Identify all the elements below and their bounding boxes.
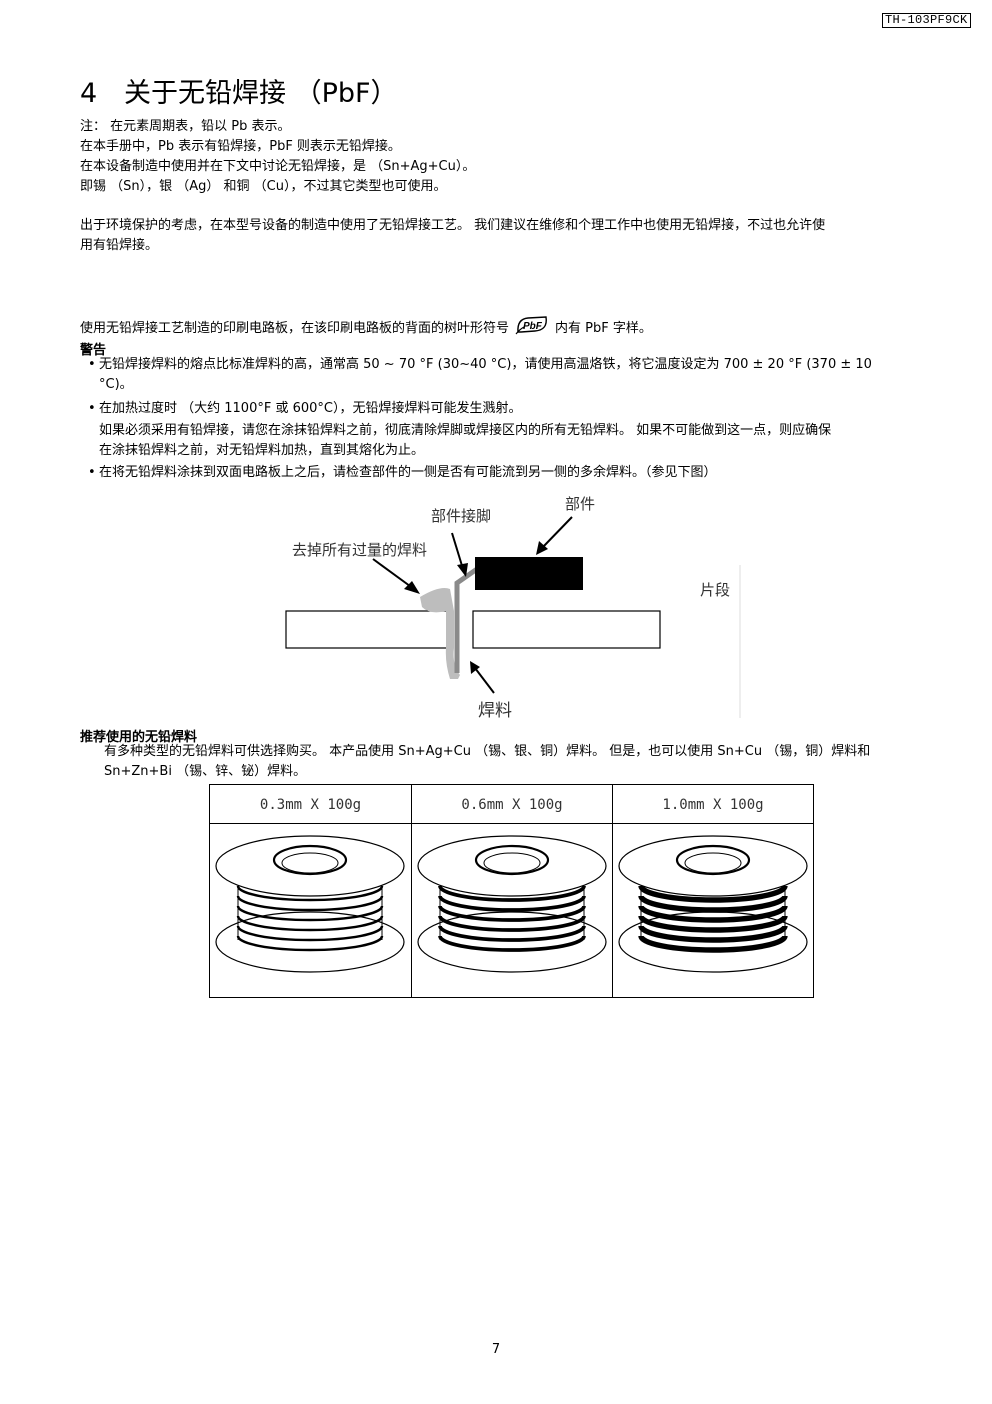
spool-hub-inner [684,852,742,874]
bullet-text: 无铅焊接焊料的熔点比标准焊料的高，通常高 50 ~ 70 °F (30~40 °… [99,357,872,372]
spool-hub-inner [281,852,339,874]
bullet-text: 在将无铅焊料涂抹到双面电路板上之后，请检查部件的一侧是否有可能流到另一侧的多余焊… [99,465,717,480]
arrow-excess [372,558,415,590]
notes-block: 注： 在元素周期表，铅以 Pb 表示。 在本手册中，Pb 表示有铅焊接，PbF … [80,117,946,197]
spool-label: 0.6mm X 100g [412,785,612,824]
solder-wire-winding [638,925,788,943]
detail-line: 在涂抹铅焊料之前，对无铅焊料加热，直到其熔化为止。 [99,443,425,458]
bullet-dot: • [88,465,96,480]
solder-wire-winding [236,895,384,912]
solder-spool-table: 0.3mm X 100g 0.6mm X 100g 1.0mm X 100g [209,784,814,998]
spool-label: 0.3mm X 100g [210,785,411,824]
solder-wire-winding [638,935,788,953]
label-part: 部件 [565,495,596,513]
spool-hub-inner [483,852,541,874]
bullet-text: 在加热过度时 （大约 1100°F 或 600°C），无铅焊接焊料可能发生溅射。 [99,401,522,416]
paragraph-line: 用有铅焊接。 [80,238,159,253]
pcb-note: 使用无铅焊接工艺制造的印刷电路板，在该印刷电路板的背面的树叶形符号 PbF 内有 P… [80,315,946,342]
arrow-part [541,516,573,549]
solder-wire-winding [638,885,788,903]
board-left [285,610,448,649]
solder-wire-winding [638,915,788,933]
board-right [472,610,661,649]
section-number: 4 [80,78,98,109]
pbf-leaf-icon: PbF [515,315,549,342]
warning-title: 警告 [80,343,107,358]
solder-blob [420,588,460,679]
environment-paragraph: 出于环境保护的考虑，在本型号设备的制造中使用了无铅焊接工艺。 我们建议在维修和个… [80,216,946,256]
solder-diagram: 部件 部件接脚 去掉所有过量的焊料 片段 焊料 [280,493,750,723]
warning-bullet-3: •在将无铅焊料涂抹到双面电路板上之后，请检查部件的一侧是否有可能流到另一侧的多余… [88,463,946,483]
warning-bullet-1: •无铅焊接焊料的熔点比标准焊料的高，通常高 50 ~ 70 °F (30~40 … [88,355,946,395]
arrowhead [457,563,468,577]
warning-bullet-2: •在加热过度时 （大约 1100°F 或 600°C），无铅焊接焊料可能发生溅射… [88,399,946,419]
bullet-dot: • [88,401,96,416]
label-lead: 部件接脚 [431,507,492,525]
solder-wire-winding [638,895,788,913]
solder-wire-winding [236,915,384,932]
paragraph-line: 出于环境保护的考虑，在本型号设备的制造中使用了无铅焊接工艺。 我们建议在维修和个… [80,218,826,233]
solder-diagram-graphic [285,516,741,718]
model-number-tag: TH-103PF9CK [882,13,971,28]
warning-bullet-2-detail: 如果必须采用有铅焊接，请您在涂抹铅焊料之前，彻底清除焊脚或焊接区内的所有无铅焊料… [99,421,831,461]
recommended-line: 有多种类型的无铅焊料可供选择购买。 本产品使用 Sn+Ag+Cu （锡、银、铜）… [104,744,871,759]
label-solder: 焊料 [478,701,512,721]
recommended-line: Sn+Zn+Bi （锡、锌、铋）焊料。 [104,764,307,779]
section-title: 4 关于无铅焊接 （PbF） [80,74,398,114]
solder-wire-winding [438,935,586,952]
solder-wire-winding [236,935,384,952]
label-pattern: 片段 [700,581,731,599]
component-body [475,557,583,590]
solder-wire-winding [438,905,586,922]
bullet-text-cont: °C)。 [99,377,133,392]
solder-wire-winding [236,925,384,942]
solder-wire-winding [438,885,586,902]
solder-wire-winding [438,895,586,912]
bullet-dot: • [88,357,96,372]
arrowhead [536,541,548,555]
solder-spool-icon [618,835,808,973]
recommended-text: 有多种类型的无铅焊料可供选择购买。 本产品使用 Sn+Ag+Cu （锡、银、铜）… [104,742,946,782]
pcb-note-before: 使用无铅焊接工艺制造的印刷电路板，在该印刷电路板的背面的树叶形符号 [80,321,510,336]
solder-spool-icon [215,835,405,973]
solder-wire-winding [236,905,384,922]
note-line: 注： 在元素周期表，铅以 Pb 表示。 [80,119,291,134]
note-line: 即锡 （Sn），银 （Ag） 和铜 （Cu），不过其它类型也可使用。 [80,179,447,194]
detail-line: 如果必须采用有铅焊接，请您在涂抹铅焊料之前，彻底清除焊脚或焊接区内的所有无铅焊料… [99,423,832,438]
spool-cell-2: 0.6mm X 100g [412,785,613,997]
note-line: 在本手册中，Pb 表示有铅焊接，PbF 则表示无铅焊接。 [80,139,401,154]
section-title-text: 关于无铅焊接 （PbF） [124,78,398,109]
arrowhead [404,581,420,594]
recommended-title: 推荐使用的无铅焊料 [80,730,198,745]
component-lead [454,566,479,673]
solder-spool-icon [417,835,607,973]
pbf-icon-text: PbF [523,321,543,332]
spool-cell-3: 1.0mm X 100g [613,785,813,997]
solder-wire-winding [236,885,384,902]
arrow-lead [451,532,464,570]
arrowhead [470,661,480,674]
page-number: 7 [491,1342,501,1357]
pcb-note-after: 内有 PbF 字样。 [555,321,652,336]
note-line: 在本设备制造中使用并在下文中讨论无铅焊接，是 （Sn+Ag+Cu）。 [80,159,476,174]
solder-wire-winding [638,905,788,923]
spool-cell-1: 0.3mm X 100g [210,785,412,997]
arrow-solder [474,667,495,694]
solder-wire-winding [438,915,586,932]
spool-label: 1.0mm X 100g [613,785,813,824]
solder-wire-winding [438,925,586,942]
label-excess-solder: 去掉所有过量的焊料 [292,541,428,559]
